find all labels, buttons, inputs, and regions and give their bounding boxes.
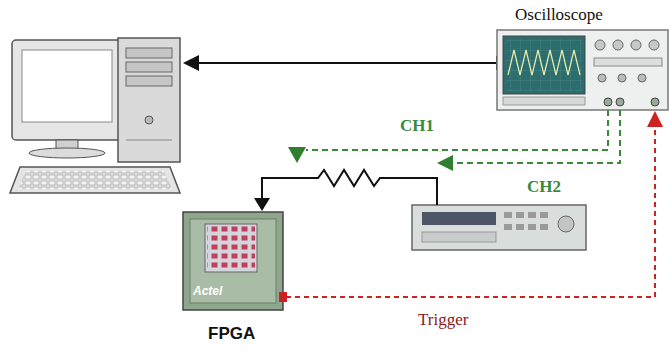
channel-label: CH2 xyxy=(527,177,561,197)
fpga-node: FPGA xyxy=(178,208,286,348)
trigger-connector xyxy=(286,111,663,297)
computer-icon xyxy=(10,38,180,193)
oscilloscope-icon xyxy=(497,30,668,110)
probe-line xyxy=(452,110,620,163)
probe-line xyxy=(306,110,608,150)
arrowhead xyxy=(183,55,199,71)
arrowhead xyxy=(254,198,270,211)
arrowhead xyxy=(288,147,306,163)
edge-label: Trigger xyxy=(418,310,468,330)
node-label: FPGA xyxy=(208,324,255,344)
fpga-chip xyxy=(183,212,287,310)
arrowhead xyxy=(437,155,453,171)
oscilloscope-node: Oscilloscope xyxy=(497,3,668,111)
logo-text: Actel xyxy=(193,284,222,298)
channel-label: CH1 xyxy=(400,116,434,136)
resistor-circuit xyxy=(262,170,437,205)
signal-generator xyxy=(412,205,586,250)
node-label: Oscilloscope xyxy=(515,5,603,25)
arrowhead xyxy=(647,111,663,127)
data-link xyxy=(196,62,497,64)
